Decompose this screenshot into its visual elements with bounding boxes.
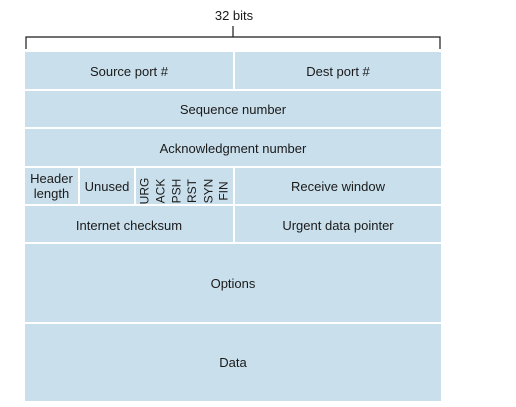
data-field: Data (219, 355, 247, 370)
column-divider (134, 166, 136, 204)
row-divider (25, 89, 441, 91)
internet-checksum-field: Internet checksum (75, 217, 183, 233)
bit-width-label: 32 bits (214, 8, 254, 23)
flag-rst: RST (185, 179, 199, 203)
header-length-line1: Header (30, 171, 73, 186)
receive-window-field: Receive window (291, 178, 385, 194)
flag-urg: URG (137, 177, 152, 205)
column-divider (78, 166, 80, 204)
bit-width-bracket (25, 26, 441, 49)
flag-fin: FIN (217, 181, 231, 201)
column-divider (233, 166, 235, 242)
ack-number-field: Acknowledgment number (159, 140, 307, 156)
source-port-field: Source port # (89, 63, 169, 79)
tcp-segment-diagram: Source port # Dest port # Sequence numbe… (25, 52, 441, 401)
flag-ack: ACK (153, 178, 167, 204)
row-divider (25, 322, 441, 324)
flag-psh: PSH (169, 178, 183, 204)
options-field: Options (210, 275, 256, 291)
sequence-number-field: Sequence number (179, 101, 287, 117)
unused-field: Unused (84, 178, 130, 194)
urgent-pointer-field: Urgent data pointer (282, 217, 394, 233)
column-divider (233, 52, 235, 89)
row-divider (25, 127, 441, 129)
header-length-field: Header length (25, 167, 78, 205)
row-divider (25, 242, 441, 244)
header-length-line2: length (33, 186, 70, 201)
flag-syn: SYN (201, 178, 215, 204)
dest-port-field: Dest port # (306, 63, 370, 79)
